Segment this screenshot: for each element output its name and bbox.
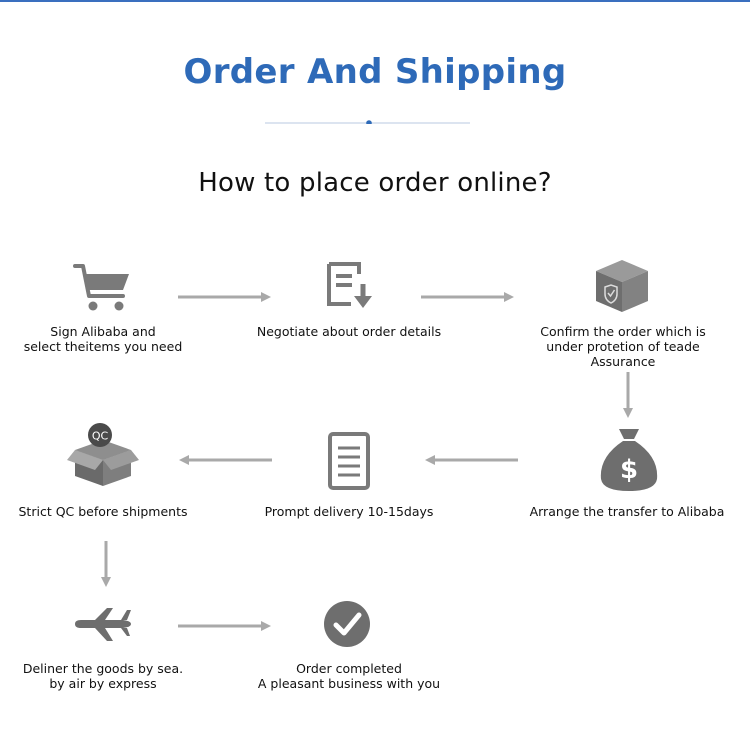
svg-text:QC: QC <box>92 430 109 443</box>
step-label: Deliner the goods by sea. by air by expr… <box>22 661 184 691</box>
arrow-right <box>178 621 271 631</box>
step-label: Sign Alibaba and select theitems you nee… <box>23 324 183 354</box>
arrow-down <box>623 372 633 418</box>
step-negotiate: Negotiate about order details <box>239 258 459 358</box>
arrow-left <box>179 455 272 465</box>
qc-box-icon: QC <box>67 423 139 486</box>
arrow-left <box>425 455 518 465</box>
top-border <box>0 0 750 2</box>
step-arrange-transfer: $ Arrange the transfer to Alibaba <box>517 425 737 525</box>
step-strict-qc: QC Strict QC before shipments <box>0 422 213 525</box>
step-label: Order completed A pleasant business with… <box>257 661 441 691</box>
shopping-cart-icon <box>73 264 129 311</box>
step-label: Prompt delivery 10-15days <box>264 504 434 519</box>
step-label: Negotiate about order details <box>256 324 442 339</box>
page-title: Order And Shipping <box>183 52 567 92</box>
arrow-down <box>101 541 111 587</box>
svg-text:$: $ <box>620 455 638 485</box>
step-label: Confirm the order which is under proteti… <box>540 324 706 369</box>
step-label: Strict QC before shipments <box>18 504 188 519</box>
document-download-icon <box>327 262 372 308</box>
step-deliver-goods: Deliner the goods by sea. by air by expr… <box>0 604 213 694</box>
step-prompt-delivery: Prompt delivery 10-15days <box>239 425 459 525</box>
title-divider <box>265 120 470 124</box>
money-bag-icon: $ <box>600 429 658 491</box>
page-subtitle: How to place order online? <box>198 168 552 198</box>
document-list-icon <box>328 432 370 490</box>
step-order-completed: Order completed A pleasant business with… <box>239 600 459 695</box>
check-circle-icon <box>324 601 370 647</box>
airplane-icon <box>75 608 131 641</box>
step-sign-alibaba: Sign Alibaba and select theitems you nee… <box>0 258 213 358</box>
step-label: Arrange the transfer to Alibaba <box>529 504 725 519</box>
arrow-right <box>178 292 271 302</box>
step-confirm-order: Confirm the order which is under proteti… <box>513 258 733 369</box>
shield-box-icon <box>596 260 648 312</box>
arrow-right <box>421 292 514 302</box>
